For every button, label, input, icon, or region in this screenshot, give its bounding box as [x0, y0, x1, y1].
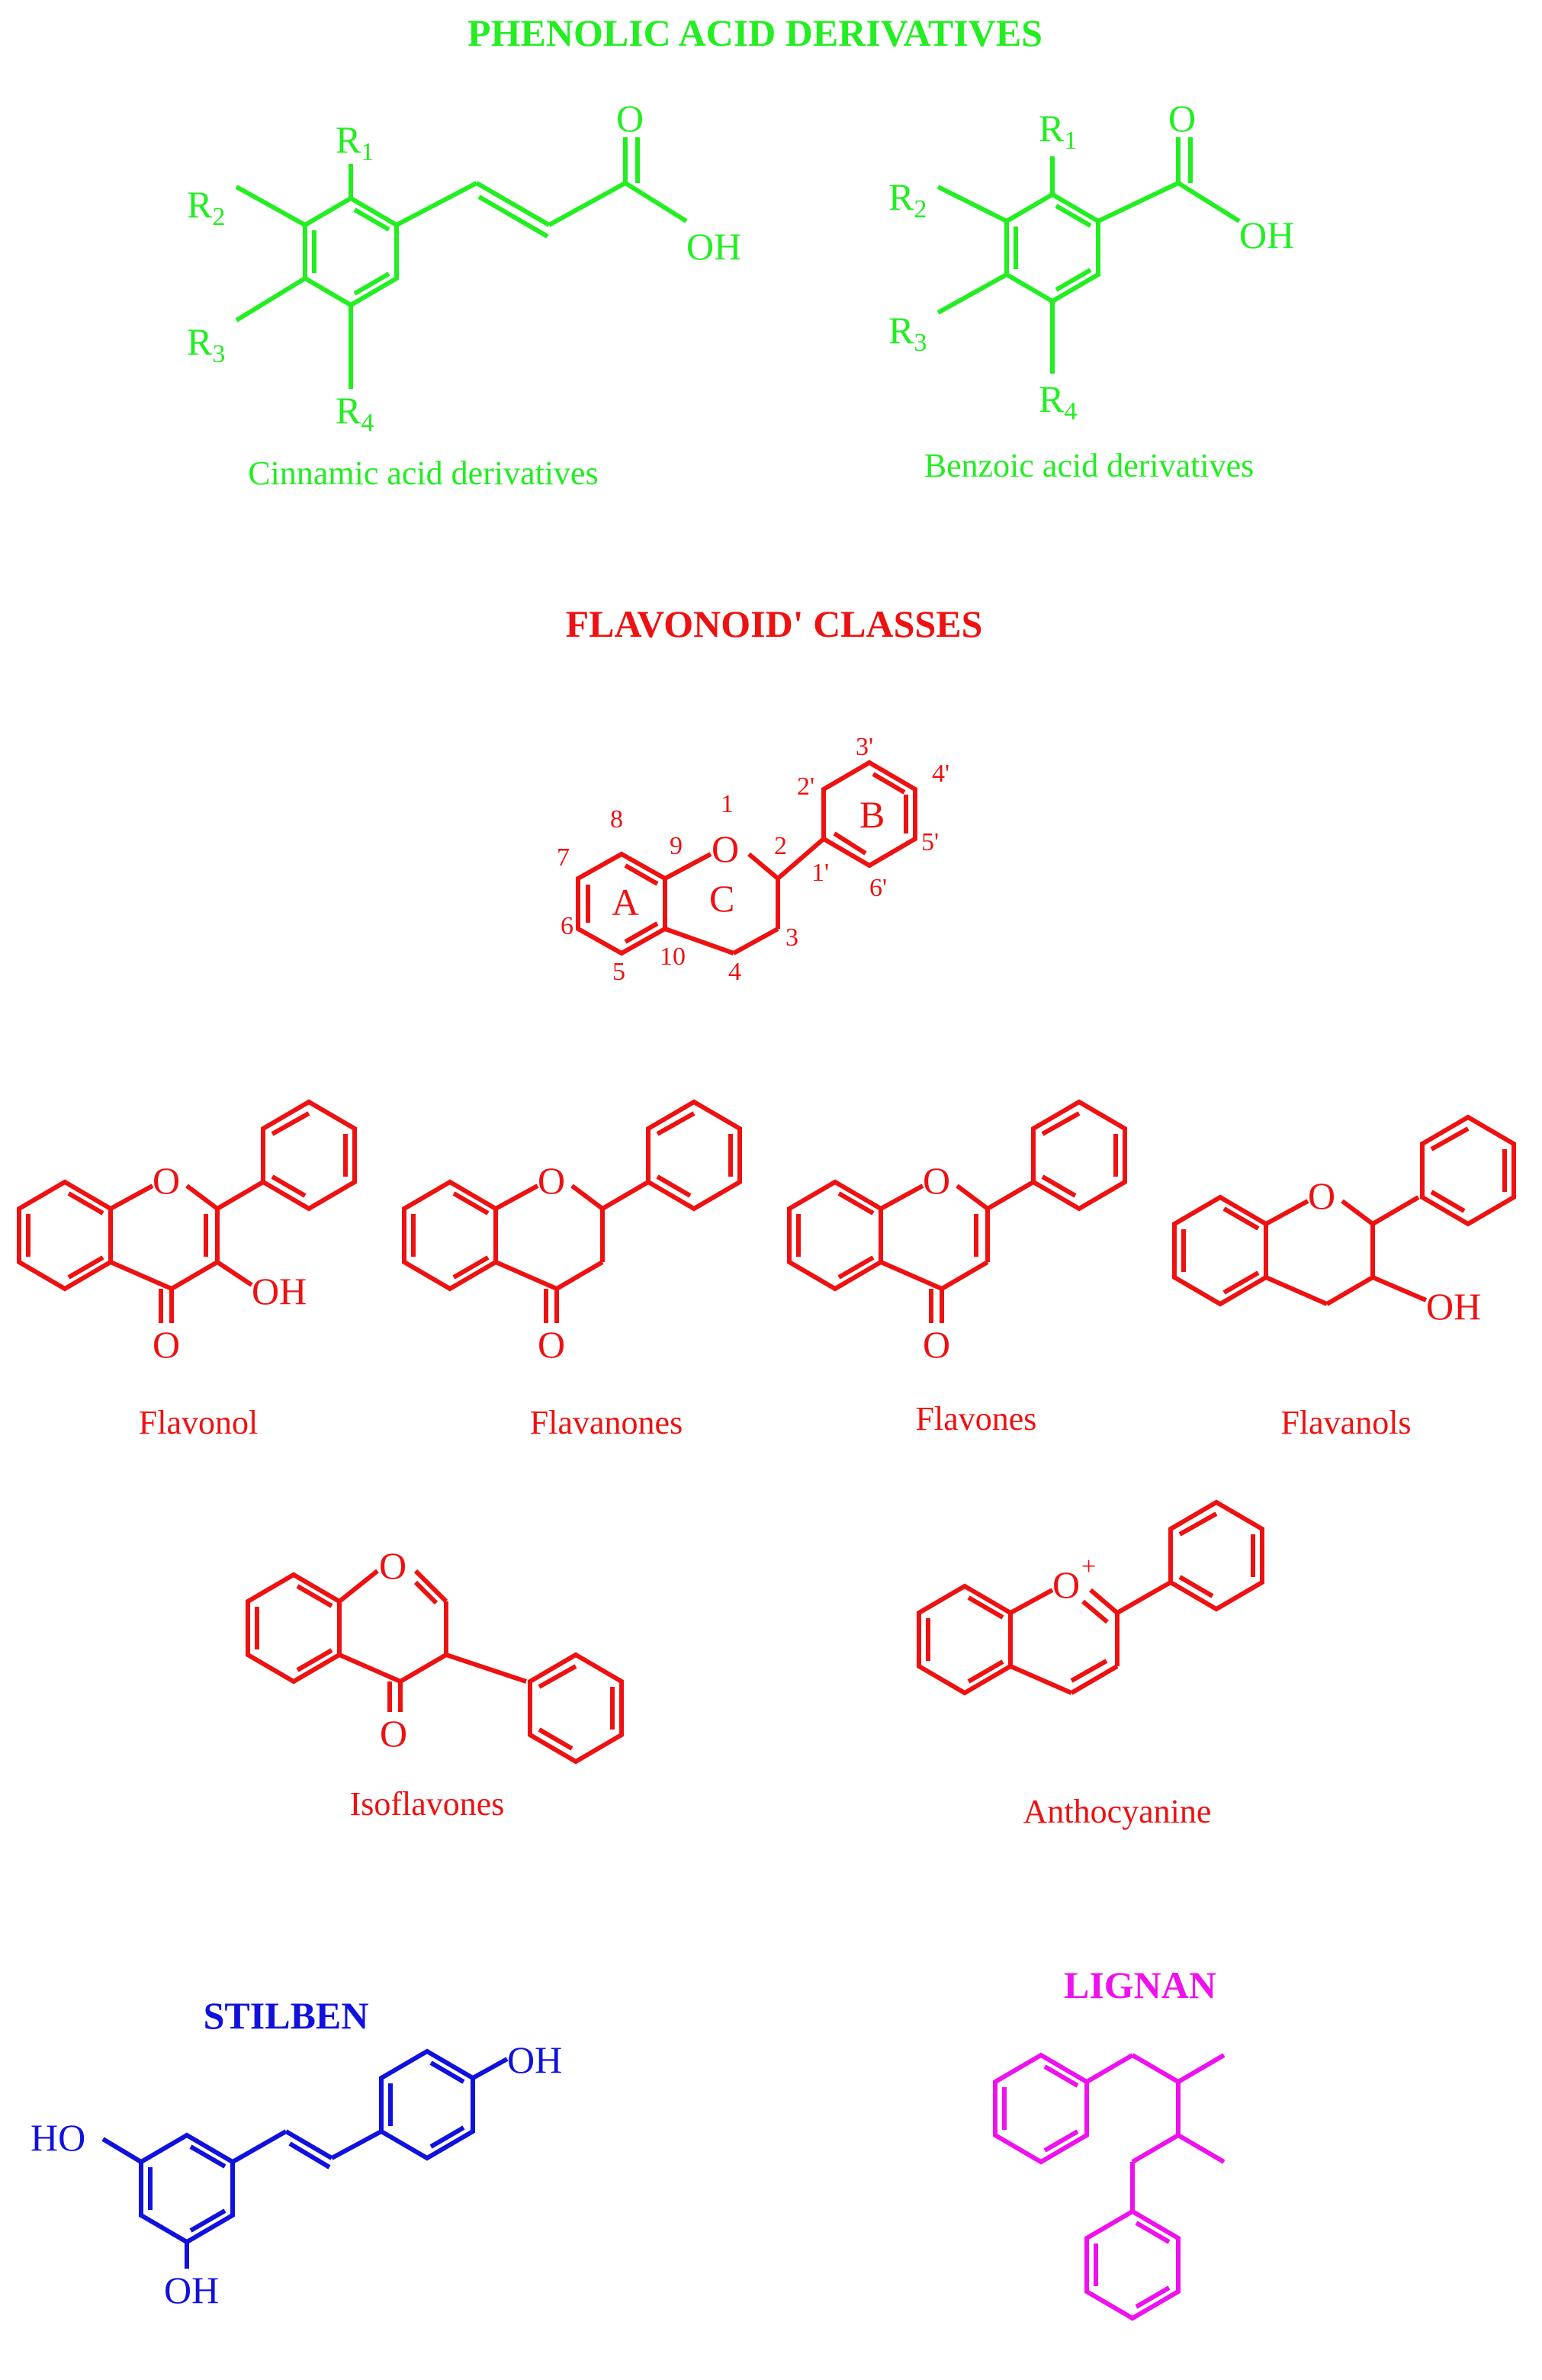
position-5-prime: 5' [921, 828, 939, 856]
benzoic-labels: R1 R2 R3 R4 O OH Benzoic acid derivative… [888, 97, 1294, 484]
position-2-prime: 2' [797, 772, 814, 801]
flavanones-labels: O O Flavanones [530, 1159, 683, 1441]
flavanols-caption: Flavanols [1280, 1404, 1411, 1441]
stilben-labels: OH HO OH [31, 2038, 562, 2311]
carbonyl-o: O [923, 1323, 950, 1366]
positive-charge: + [1081, 1553, 1096, 1581]
ring-c-label: C [709, 877, 734, 920]
ring-b-label: B [859, 793, 885, 836]
carbonyl-o: O [616, 97, 644, 140]
cinnamic-caption: Cinnamic acid derivatives [248, 454, 598, 492]
hydroxyl-oh: OH [1426, 1285, 1481, 1328]
position-6-prime: 6' [869, 874, 887, 902]
position-2: 2 [774, 832, 787, 860]
r3-label: R3 [888, 309, 927, 357]
hydroxyl-oh: OH [252, 1270, 307, 1312]
position-3: 3 [785, 923, 798, 952]
cinnamic-acid-structure [235, 137, 688, 389]
flavonoid-core-skeleton [576, 760, 917, 956]
flavones-labels: O O Flavones [916, 1159, 1037, 1437]
benzoic-acid-structure [936, 137, 1241, 374]
flavanones-structure [402, 1099, 742, 1323]
lignan-heading: LIGNAN [1064, 1964, 1216, 2006]
position-1-prime: 1' [811, 859, 829, 887]
r2-label: R2 [187, 183, 225, 231]
position-4-prime: 4' [932, 760, 949, 788]
hydroxyl-oh-bottom: OH [164, 2269, 219, 2311]
ring-oxygen: O [1052, 1563, 1080, 1606]
lignan-structure [993, 2052, 1226, 2321]
cinnamic-labels: R1 R2 R3 R4 O OH Cinnamic acid derivativ… [187, 97, 741, 492]
stilben-heading: STILBEN [204, 1994, 369, 2037]
phenolic-heading: PHENOLIC ACID DERIVATIVES [467, 11, 1042, 54]
stilben-structure [101, 2048, 509, 2269]
position-10: 10 [660, 943, 686, 971]
flavanones-caption: Flavanones [530, 1404, 683, 1441]
flavones-caption: Flavones [916, 1400, 1037, 1437]
core-oxygen: O [712, 827, 739, 870]
benzoic-caption: Benzoic acid derivatives [924, 447, 1254, 484]
isoflavones-caption: Isoflavones [350, 1785, 505, 1823]
r4-label: R4 [336, 389, 374, 437]
flavones-structure [787, 1099, 1127, 1323]
ring-oxygen: O [1308, 1174, 1335, 1217]
flavonol-structure [17, 1099, 357, 1323]
position-5: 5 [612, 958, 625, 986]
r1-label: R1 [336, 118, 374, 166]
isoflavones-structure [246, 1569, 624, 1765]
position-9: 9 [670, 832, 683, 860]
anthocyanine-labels: O + Anthocyanine [1023, 1553, 1212, 1830]
anthocyanine-structure [917, 1499, 1264, 1696]
hydroxyl-oh: OH [686, 225, 741, 268]
flavanols-structure [1172, 1114, 1516, 1307]
hydroxyl-oh-top: OH [507, 2038, 562, 2081]
ring-a-label: A [612, 881, 639, 923]
ring-oxygen: O [153, 1159, 180, 1202]
r1-label: R1 [1039, 107, 1077, 155]
flavonoid-heading: FLAVONOID' CLASSES [566, 602, 983, 645]
ring-oxygen: O [538, 1159, 565, 1202]
flavonoid-core-labels: O A B C 1 2 3 4 5 6 7 8 9 10 1' 2' 3' 4'… [557, 733, 949, 986]
position-4: 4 [728, 958, 741, 986]
isoflavones-labels: O O Isoflavones [350, 1544, 505, 1823]
flavonol-caption: Flavonol [139, 1404, 258, 1441]
ring-oxygen: O [923, 1159, 950, 1202]
flavanols-labels: O OH Flavanols [1280, 1174, 1481, 1441]
position-6: 6 [561, 912, 573, 940]
r4-label: R4 [1039, 377, 1077, 426]
hydroxyl-ho-left: HO [31, 2116, 85, 2159]
r2-label: R2 [888, 175, 927, 223]
carbonyl-o: O [538, 1323, 565, 1366]
position-7: 7 [557, 843, 570, 872]
position-3-prime: 3' [856, 733, 873, 761]
ring-oxygen: O [379, 1544, 406, 1587]
hydroxyl-oh: OH [1239, 214, 1294, 256]
position-1: 1 [721, 790, 734, 818]
carbonyl-o: O [380, 1712, 407, 1755]
carbonyl-o: O [153, 1323, 180, 1366]
position-8: 8 [610, 805, 623, 833]
carbonyl-o: O [1168, 97, 1196, 140]
flavonol-labels: O OH O Flavonol [139, 1159, 307, 1441]
r3-label: R3 [187, 320, 225, 368]
anthocyanine-caption: Anthocyanine [1023, 1793, 1212, 1830]
